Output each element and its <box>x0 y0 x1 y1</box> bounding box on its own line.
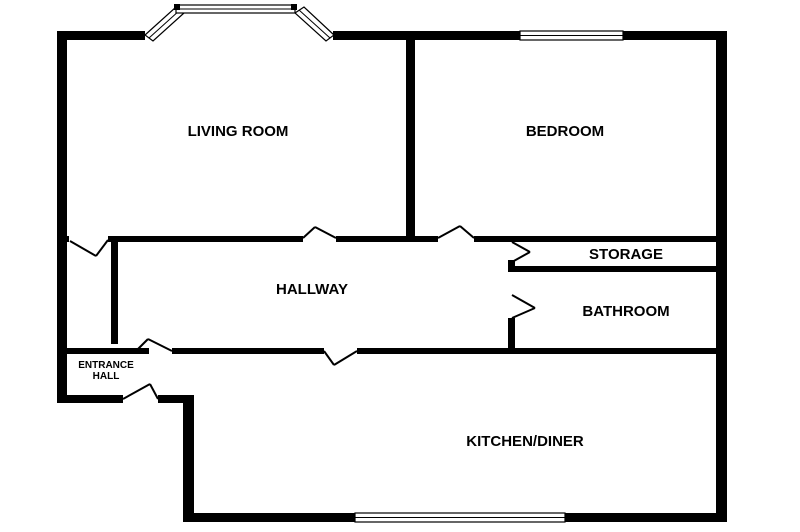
label-bedroom: BEDROOM <box>526 123 604 140</box>
internal-walls <box>57 31 719 354</box>
wall-hallway-top-3 <box>474 236 514 242</box>
door-hallway-kitchen <box>323 350 335 366</box>
wall-living-bedroom <box>406 31 415 241</box>
door-entrance-hallway <box>136 338 149 351</box>
wall-bottom-left <box>183 513 355 522</box>
wall-hallway-right-2 <box>508 318 515 352</box>
room-labels: LIVING ROOM BEDROOM STORAGE HALLWAY BATH… <box>78 123 669 450</box>
wall-corridor-left <box>57 236 69 242</box>
wall-top-right <box>623 31 727 40</box>
label-entrance-hall-line2: HALL <box>93 371 120 382</box>
wall-right <box>716 31 727 522</box>
door-hallway-living <box>302 226 316 239</box>
wall-kitchen-left <box>183 395 194 522</box>
label-entrance-hall-line1: ENTRANCE <box>78 360 134 371</box>
kitchen-window <box>354 512 566 523</box>
door-living-corridor <box>69 240 97 257</box>
door-hallway-bedroom <box>437 225 461 239</box>
wall-storage-top <box>512 236 719 242</box>
wall-hallway-top-1 <box>108 236 303 242</box>
door-storage <box>511 241 531 253</box>
wall-hallway-top-2 <box>336 236 438 242</box>
wall-hallway-left <box>111 236 118 344</box>
label-kitchen-diner: KITCHEN/DINER <box>466 433 584 450</box>
label-storage: STORAGE <box>589 246 663 263</box>
bay-window <box>144 4 335 42</box>
label-living-room: LIVING ROOM <box>188 123 289 140</box>
wall-bottom-right <box>565 513 727 522</box>
door-bathroom <box>511 294 536 309</box>
wall-storage-bathroom <box>508 266 719 272</box>
wall-kitchen-top-2 <box>357 348 719 354</box>
wall-entrance-top <box>57 348 149 354</box>
wall-entrance-bottom-right <box>158 395 192 403</box>
outer-walls <box>57 31 727 522</box>
wall-left <box>57 31 67 403</box>
bedroom-window <box>519 30 624 41</box>
door-front <box>122 383 151 400</box>
wall-top-middle <box>333 31 520 40</box>
wall-entrance-bottom-left <box>57 395 123 403</box>
wall-kitchen-top-1 <box>172 348 324 354</box>
wall-top-left <box>57 31 145 40</box>
doors <box>69 225 536 400</box>
label-bathroom: BATHROOM <box>582 303 669 320</box>
label-hallway: HALLWAY <box>276 281 348 298</box>
